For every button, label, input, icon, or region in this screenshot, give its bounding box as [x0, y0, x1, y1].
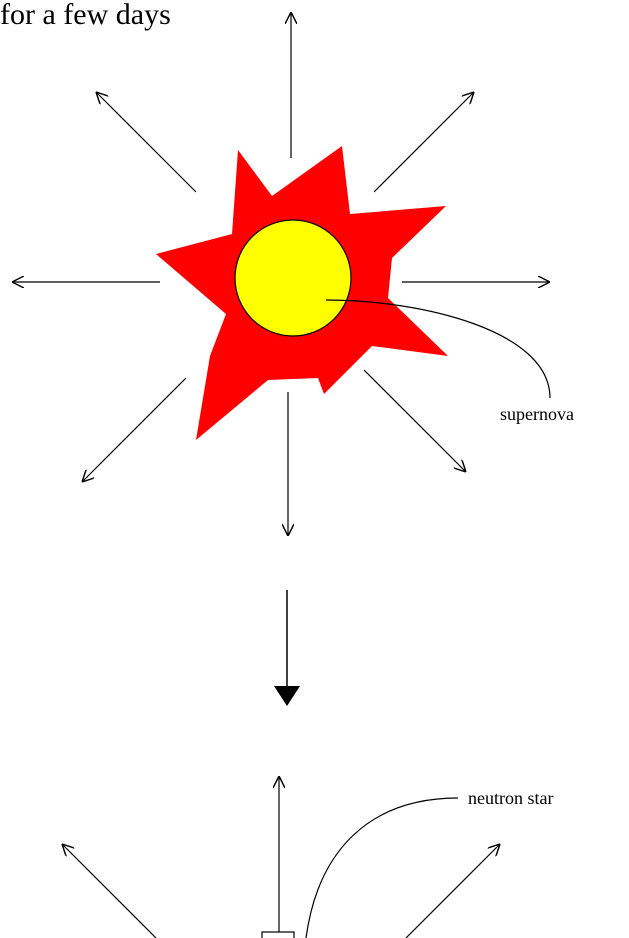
supernova-label: supernova — [500, 404, 574, 424]
neutron-star-rays — [62, 776, 500, 938]
diagram-title: for a few days — [0, 0, 171, 31]
supernova-core — [235, 220, 351, 336]
ray-down-right-arrow — [364, 370, 466, 472]
neutron-star-callout-line — [306, 798, 458, 938]
ns-ray-up-right-arrow — [406, 844, 500, 938]
ray-up-left-arrow — [96, 92, 196, 192]
ray-down-left-arrow — [82, 378, 186, 482]
ray-up-right-arrow — [374, 92, 474, 192]
transition-down-arrow-icon — [274, 590, 300, 706]
neutron-star — [262, 932, 294, 938]
neutron-star-label: neutron star — [468, 788, 553, 808]
ns-ray-up-left-arrow — [62, 844, 156, 938]
